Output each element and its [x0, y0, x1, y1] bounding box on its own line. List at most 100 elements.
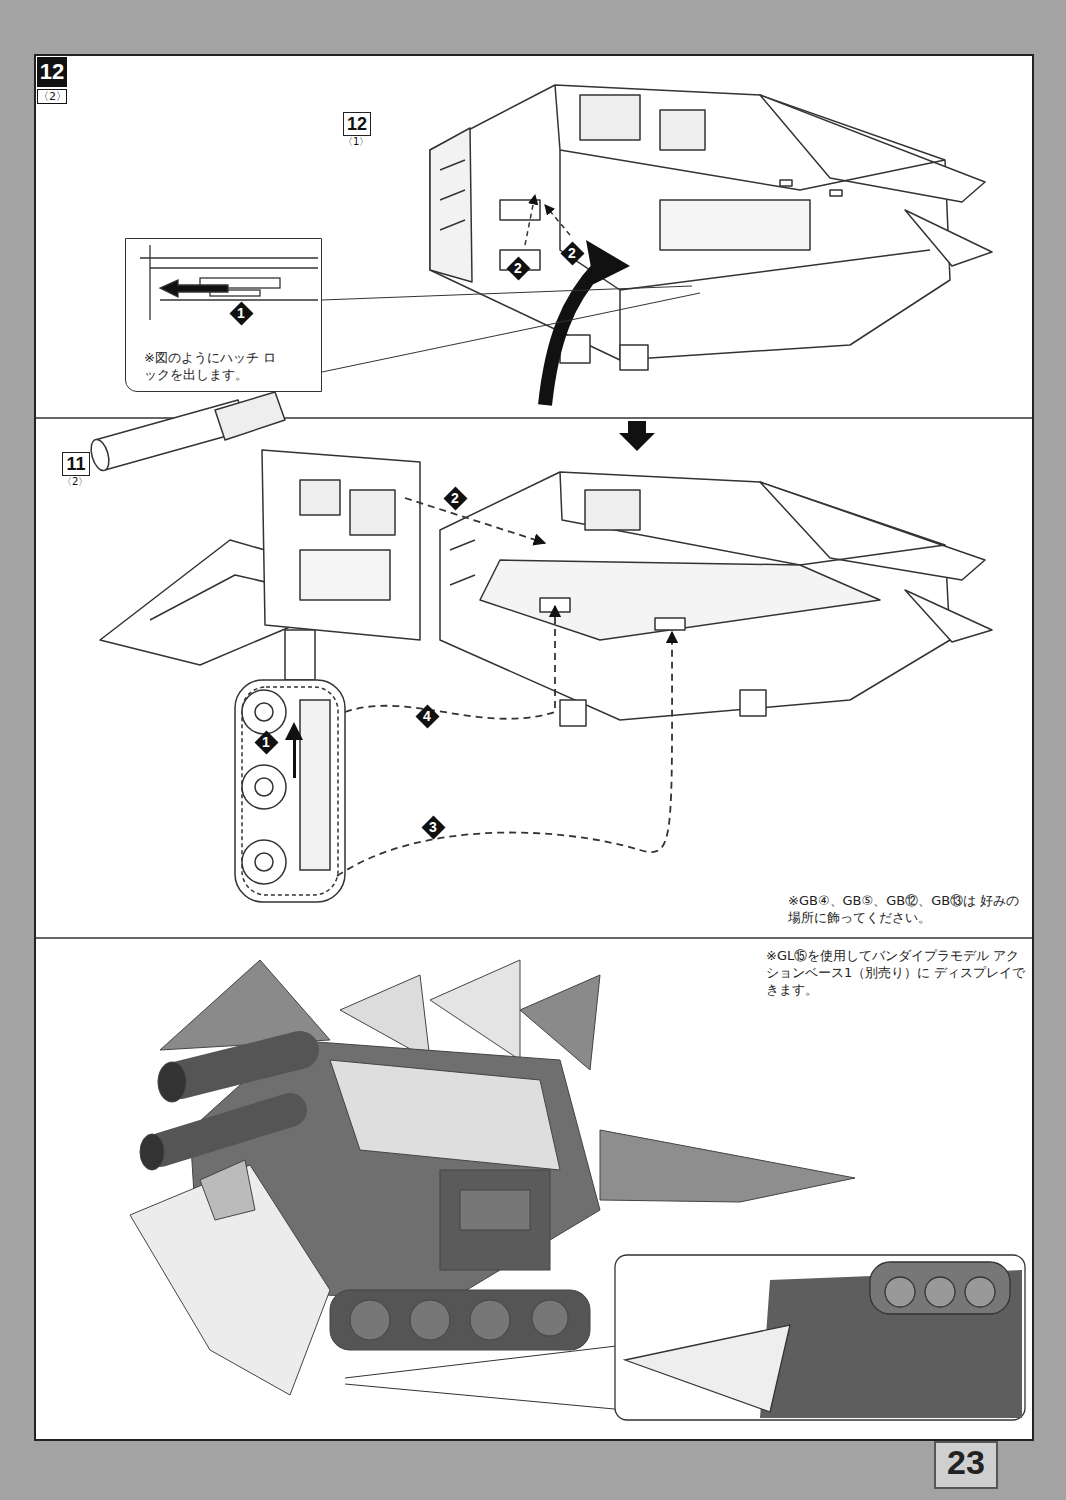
photo-inset-part [925, 1277, 955, 1307]
sub-step: 〈2〉 [62, 476, 88, 488]
tread-unit-part [242, 690, 286, 734]
tread-unit-part [242, 840, 286, 884]
carrier-top-part [440, 220, 465, 230]
callout-number: 2 [443, 486, 467, 510]
photo-model-part [160, 1110, 290, 1150]
photo-inset-part [870, 1262, 1010, 1314]
photo-model-part [140, 1134, 164, 1170]
carrier-top-part [500, 200, 540, 220]
carrier-top-part [430, 85, 950, 360]
tank-upper-part [300, 480, 340, 515]
carrier-middle-part [450, 575, 475, 585]
leader-line-part [322, 286, 692, 300]
carrier-middle-part [585, 490, 640, 530]
dashed-guide-part [345, 606, 555, 719]
carrier-top-part [545, 205, 570, 235]
note-text: ※図のようにハッチ ロックを出します。 [144, 349, 289, 383]
tread-unit-part [255, 703, 273, 721]
dashed-guide-part [337, 632, 672, 876]
divider [36, 937, 1032, 939]
tread-unit-part [255, 778, 273, 796]
carrier-top-part [430, 128, 472, 282]
sub-step: 〈2〉 [37, 89, 67, 104]
tank-upper-part [262, 450, 420, 640]
carrier-top-part [830, 190, 842, 196]
page-number: 23 [934, 1441, 998, 1489]
note-text: ※GB④、GB⑤、GB⑫、GB⑬は 好みの場所に飾ってください。 [788, 892, 1028, 926]
carrier-top-part [440, 160, 465, 170]
carrier-top-part [555, 85, 945, 190]
carrier-middle-part [560, 700, 586, 726]
photo-inset [615, 1255, 1025, 1420]
carrier-middle-part [450, 540, 475, 550]
inset-detail-part [140, 257, 318, 258]
photo-model-part [430, 960, 520, 1060]
tread-unit-part [293, 738, 296, 778]
carrier-middle-part [655, 618, 685, 630]
carrier-top-part [660, 200, 810, 250]
photo-inset-part [965, 1277, 995, 1307]
photo-model-part [520, 975, 600, 1070]
frame [35, 55, 1033, 1440]
leader-line [322, 286, 700, 372]
carrier-middle-part [440, 472, 950, 720]
photo-model-part [410, 1300, 450, 1340]
carrier-middle-part [480, 560, 880, 640]
carrier-middle-part [740, 690, 766, 716]
carrier-top-part [440, 190, 465, 200]
step-number: 12〈2〉 [37, 57, 67, 104]
photo-model-part [158, 1062, 186, 1102]
tank-upper-part [350, 490, 395, 535]
photo-model-part [180, 1050, 300, 1080]
tank-upper-part [285, 630, 315, 680]
carrier-top-part [760, 95, 985, 202]
carrier-middle-part [560, 472, 945, 565]
tank-upper-part [300, 550, 390, 600]
photo-inset-part [625, 1325, 790, 1412]
photo-model-part [350, 1300, 390, 1340]
dashed-guide-part [405, 498, 545, 543]
carrier-top-part [905, 210, 992, 266]
tread-unit-part [235, 680, 345, 902]
down-arrow [619, 421, 655, 451]
carrier-top-part [560, 150, 930, 290]
inset-detail-part [160, 280, 228, 297]
tread-unit-part [242, 765, 286, 809]
photo-model-part [440, 1170, 550, 1270]
leader-line [345, 1345, 625, 1410]
page-number: 23 [936, 1443, 996, 1481]
carrier-top [430, 85, 992, 370]
carrier-top-part [525, 195, 535, 245]
tank-upper-part [88, 437, 112, 472]
carrier-top-part [580, 95, 640, 140]
photo-model-part [600, 1130, 855, 1202]
callout-number: 2 [506, 256, 530, 280]
inset-detail-part [150, 267, 318, 268]
photo-model-part [470, 1300, 510, 1340]
photo-model-part [532, 1300, 568, 1336]
leader-line-part [322, 293, 700, 372]
sub-step: 〈1〉 [343, 136, 369, 148]
note-text: ※GL⑮を使用してバンダイプラモデル アクションベース1（別売り）に ディスプレ… [766, 947, 1028, 998]
reference-step: 11〈2〉 [62, 452, 90, 488]
tread-unit-part [255, 853, 273, 871]
assembly-arrow-part [545, 268, 598, 405]
photo-model-part [330, 1060, 560, 1170]
carrier-middle [440, 472, 992, 726]
reference-step: 12〈1〉 [343, 112, 371, 148]
inset-detail-part [149, 245, 150, 320]
tread-unit-part [242, 687, 338, 895]
tank-upper [88, 392, 420, 680]
photo-model-part [200, 1160, 255, 1220]
dashed-guide [337, 498, 672, 876]
photo-model-part [330, 1290, 590, 1350]
callout-number: 3 [421, 815, 445, 839]
photo-inset-part [615, 1255, 1025, 1420]
carrier-middle-part [905, 590, 992, 642]
carrier-top-part [660, 110, 705, 150]
photo-model-part [460, 1190, 530, 1230]
step-number: 12 [343, 112, 371, 136]
photo-inset-part [885, 1277, 915, 1307]
